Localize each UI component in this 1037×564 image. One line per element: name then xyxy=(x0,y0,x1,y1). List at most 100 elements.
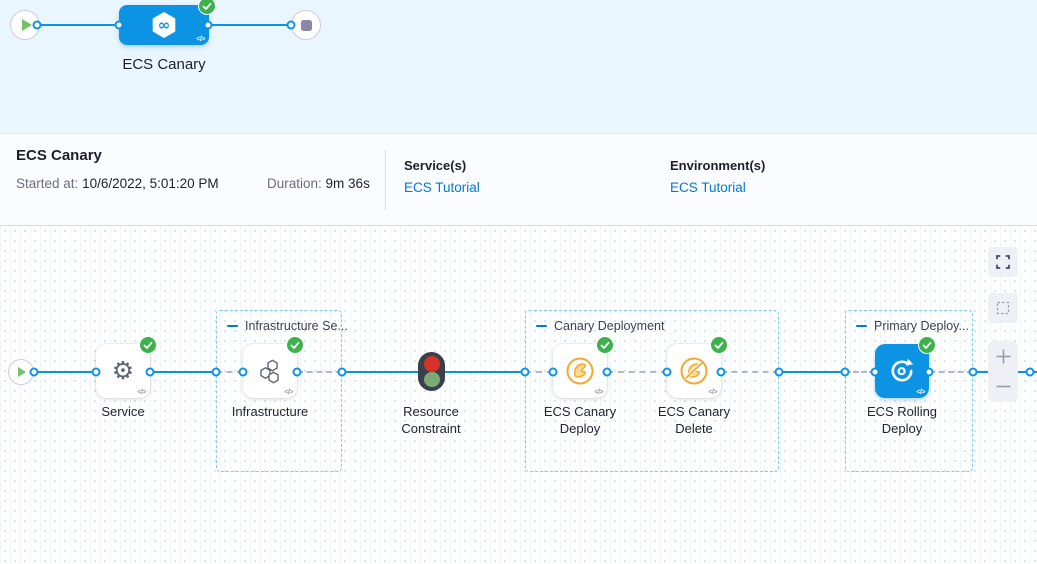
fullscreen-button[interactable] xyxy=(988,247,1018,277)
connector-line xyxy=(208,24,291,26)
pipeline-end-button[interactable] xyxy=(291,10,321,40)
services-block: Service(s) ECS Tutorial xyxy=(404,158,480,195)
zoom-control xyxy=(988,341,1018,402)
connector-line xyxy=(779,371,845,373)
step-label: ECS Canary Deploy xyxy=(543,404,617,436)
connector-line-dashed xyxy=(607,371,667,373)
connector-line-dashed xyxy=(525,371,553,373)
connector-port[interactable] xyxy=(238,367,248,377)
connector-port[interactable] xyxy=(211,367,221,377)
resource-constraint-node[interactable] xyxy=(418,352,445,391)
success-check-icon xyxy=(287,337,303,353)
connector-port[interactable] xyxy=(32,20,42,30)
step-label: Resource Constraint xyxy=(401,404,461,436)
code-icon: </> xyxy=(916,389,925,396)
fullscreen-icon xyxy=(996,255,1010,269)
execution-title: ECS Canary xyxy=(16,147,102,164)
zoom-in-button[interactable] xyxy=(988,342,1018,370)
started-label: Started at: xyxy=(16,176,79,191)
green-light-icon xyxy=(423,371,440,387)
success-check-icon xyxy=(597,337,613,353)
plus-icon xyxy=(996,349,1010,364)
success-check-icon xyxy=(711,337,727,353)
connector-port[interactable] xyxy=(1025,367,1035,377)
connector-port[interactable] xyxy=(286,20,296,30)
success-check-icon xyxy=(919,337,935,353)
execution-graph-canvas[interactable]: Infrastructure Se... Canary Deployment P… xyxy=(0,226,1037,564)
started-value: 10/6/2022, 5:01:20 PM xyxy=(82,176,219,191)
step-node-ecs-canary-deploy[interactable]: </> xyxy=(553,337,613,398)
connector-port[interactable] xyxy=(924,367,934,377)
stop-icon xyxy=(300,19,312,31)
code-icon: </> xyxy=(594,389,603,396)
connector-line xyxy=(150,371,216,373)
execution-info-bar: ECS Canary Started at: 10/6/2022, 5:01:2… xyxy=(0,134,1037,226)
services-link[interactable]: ECS Tutorial xyxy=(404,180,480,195)
connector-port[interactable] xyxy=(602,367,612,377)
group-label: Infrastructure Se... xyxy=(245,319,348,333)
step-group-canary-deployment: Canary Deployment xyxy=(525,310,779,472)
group-label: Primary Deploy... xyxy=(874,319,969,333)
code-icon: </> xyxy=(284,389,293,396)
success-check-icon xyxy=(199,0,215,14)
environments-link[interactable]: ECS Tutorial xyxy=(670,180,746,195)
connector-port[interactable] xyxy=(145,367,155,377)
connector-line xyxy=(445,371,525,373)
svg-text:∞: ∞ xyxy=(158,16,171,34)
services-label: Service(s) xyxy=(404,158,467,173)
group-label: Canary Deployment xyxy=(554,319,665,333)
minus-icon xyxy=(996,385,1010,388)
step-label: Infrastructure xyxy=(231,404,309,419)
connector-port[interactable] xyxy=(29,367,39,377)
hexagon-cluster-icon xyxy=(260,358,279,384)
connector-port[interactable] xyxy=(548,367,558,377)
duration-value: 9m 36s xyxy=(325,176,370,191)
collapse-group-icon[interactable] xyxy=(856,325,867,327)
connector-line xyxy=(342,371,418,373)
play-icon xyxy=(21,19,32,31)
started-at: Started at: 10/6/2022, 5:01:20 PM xyxy=(16,176,219,191)
step-node-service[interactable]: ⚙ </> xyxy=(96,337,156,398)
code-icon: </> xyxy=(137,389,146,396)
step-node-infrastructure[interactable]: </> xyxy=(243,337,303,398)
zoom-out-button[interactable] xyxy=(988,373,1018,401)
ecs-rolling-deploy-icon xyxy=(891,358,914,382)
step-label: ECS Rolling Deploy xyxy=(866,404,938,436)
collapse-group-icon[interactable] xyxy=(536,325,547,327)
stage-label: ECS Canary xyxy=(122,56,206,73)
connector-port[interactable] xyxy=(114,20,124,30)
step-group-infrastructure: Infrastructure Se... xyxy=(216,310,348,472)
fit-selection-button[interactable] xyxy=(988,293,1018,323)
connector-port[interactable] xyxy=(520,367,530,377)
step-label: Service xyxy=(101,404,145,419)
connector-port[interactable] xyxy=(716,367,726,377)
connector-line-dashed xyxy=(297,371,342,373)
connector-port[interactable] xyxy=(870,367,880,377)
step-node-ecs-canary-delete[interactable]: </> xyxy=(667,337,727,398)
step-node-ecs-rolling-deploy[interactable]: </> xyxy=(875,337,935,398)
connector-port[interactable] xyxy=(662,367,672,377)
stage-node-ecs-canary[interactable]: ∞ </> xyxy=(119,0,215,45)
connector-port[interactable] xyxy=(91,367,101,377)
step-group-primary-deployment: Primary Deploy... xyxy=(845,310,973,472)
connector-port[interactable] xyxy=(968,367,978,377)
step-label: ECS Canary Delete xyxy=(657,404,731,436)
duration: Duration: 9m 36s xyxy=(267,176,370,191)
connector-port[interactable] xyxy=(292,367,302,377)
play-icon xyxy=(18,367,26,377)
connector-port[interactable] xyxy=(840,367,850,377)
connector-port[interactable] xyxy=(337,367,347,377)
code-icon: </> xyxy=(708,389,717,396)
connector-line-dashed xyxy=(216,371,243,373)
connector-port[interactable] xyxy=(203,20,213,30)
duration-label: Duration: xyxy=(267,176,322,191)
connector-line xyxy=(34,371,96,373)
success-check-icon xyxy=(140,337,156,353)
connector-port[interactable] xyxy=(774,367,784,377)
environments-label: Environment(s) xyxy=(670,158,766,173)
connector-line xyxy=(37,24,119,26)
collapse-group-icon[interactable] xyxy=(227,325,238,327)
pipeline-hexagon-icon: ∞ xyxy=(152,12,176,38)
gear-icon: ⚙ xyxy=(111,356,135,385)
